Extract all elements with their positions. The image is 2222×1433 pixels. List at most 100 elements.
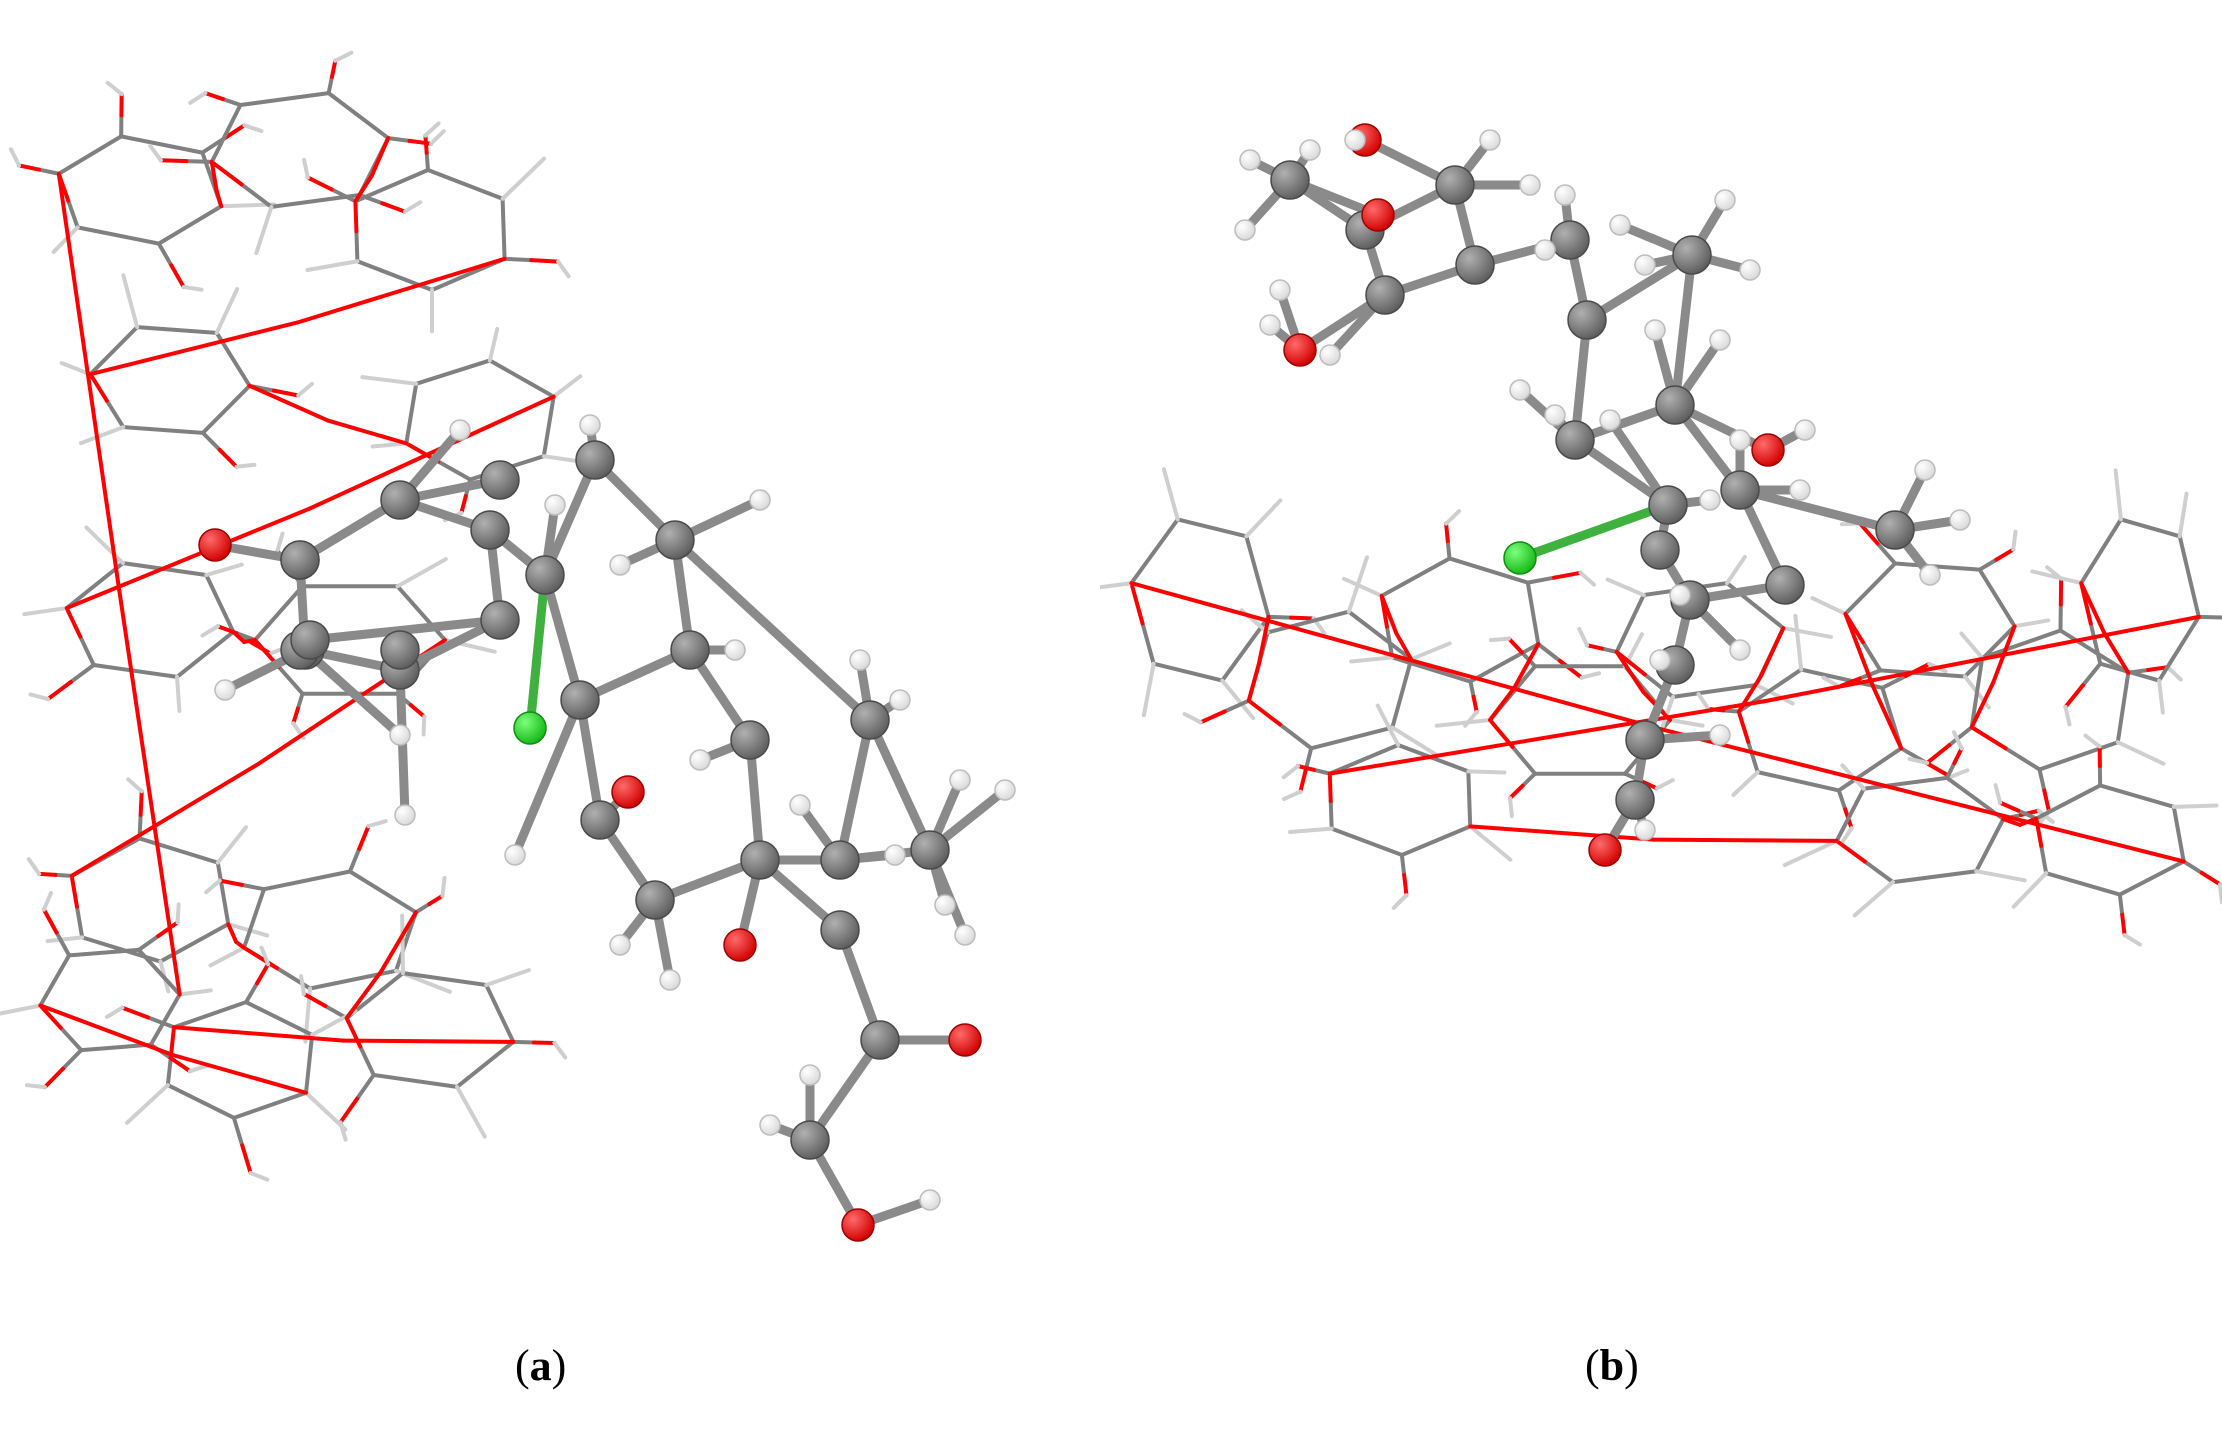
wire-bond [1994,547,2016,562]
guest-bonds-b [1240,135,1965,855]
wire-bond [1379,593,1399,636]
wire-bond [353,199,359,234]
chlorine-atom [1503,541,1537,575]
wire-bond [1246,662,1261,703]
wire-bond [2157,678,2165,715]
carbon-atom [635,880,675,920]
wire-bond [1614,649,1646,694]
wire-bond [74,904,85,940]
wire-bond [168,1025,176,1059]
wire-bond [1468,824,1656,842]
wire-bond [1198,709,1227,725]
wire-bond [423,121,441,138]
wire-bond [240,1143,253,1176]
carbon-atom [790,1120,830,1160]
wire-bond [54,930,72,958]
wire-bond [209,159,244,187]
wire-bond [2115,740,2166,766]
carbon-atom [1455,245,1495,285]
wire-bond [366,819,388,829]
wire-bond [1466,769,1473,829]
wire-bond [0,1003,43,1016]
wire-bond [45,935,85,944]
guest-bond [805,1035,885,1145]
wire-bond [1444,521,1450,544]
wire-bond [1860,640,1883,673]
wire-bond [1295,764,1316,772]
carbon-atom [820,840,860,880]
wire-bond [1821,675,1842,689]
wire-bond [1725,555,1747,586]
wire-bond [1736,709,1751,744]
wire-bond [360,375,419,386]
wire-bond [355,1072,376,1101]
wire-bond [1265,609,1351,635]
wire-bond [209,103,243,164]
wire-bond [248,1171,270,1182]
wire-bond [1129,581,1145,626]
wire-bond [84,525,125,566]
wire-bond [1836,746,1904,793]
wire-bond [459,494,468,515]
wire-bond [169,263,186,290]
wire-bond [1577,626,1590,648]
hydrogen-atom [1634,254,1656,276]
wire-bond [88,372,109,403]
wire-bond [91,662,180,679]
wire-bond [1746,739,1760,775]
caption-a-open: ( [515,1341,530,1390]
wire-bond [1402,873,1409,898]
hydrogen-atom [659,969,681,991]
wire-bond [2016,808,2039,821]
carbon-atom [480,600,520,640]
wire-bond [121,273,140,330]
guest-bond [525,570,550,733]
hydrogen-atom [799,1064,821,1086]
wire-bond [353,173,374,204]
wire-bond [1599,646,1619,654]
wire-bond [1266,614,1294,620]
wire-bond [1161,467,1180,522]
wire-bond [24,1083,47,1090]
wire-bond [2171,804,2186,864]
hydrogen-atom [609,934,631,956]
wire-bond [1287,826,1334,834]
wire-bond [531,1040,557,1045]
wire-bond [1129,517,1180,586]
carbon-atom [380,630,420,670]
oxygen-atom [1588,833,1622,867]
wire-bond [1222,698,1251,714]
wire-bond [171,1053,309,1095]
carbon-atom [820,910,860,950]
wire-bond [68,662,96,685]
wire-bond [2117,859,2186,897]
hydrogen-atom [1634,819,1656,841]
wire-bond [148,992,182,1047]
wire-bond [413,902,432,915]
wire-bond [275,966,313,991]
wire-bond [38,1003,176,1058]
wire-bond [296,381,314,398]
wire-bond [204,562,244,578]
wire-bond [1488,636,1511,643]
wire-bond [104,398,126,430]
hydrogen-atom [1794,419,1816,441]
wire-bond [184,159,214,164]
wire-bond [1244,534,1271,619]
wire-bond [1762,614,2201,704]
wire-bond [301,991,328,1009]
wire-bond [88,320,300,377]
wire-bond [276,664,305,696]
wire-bond [1328,799,1334,831]
guest-bond [670,535,875,725]
wire-bond [487,358,556,399]
wire-bond [1843,561,1898,616]
wire-bond [1506,636,1524,655]
wire-bond [1852,880,1895,918]
wire-bond [188,91,208,105]
wire-bond [234,462,257,469]
wire-bond [291,706,300,726]
hydrogen-atom [544,494,566,516]
hydrogen-atom [994,779,1016,801]
carbon-atom [1555,420,1595,460]
